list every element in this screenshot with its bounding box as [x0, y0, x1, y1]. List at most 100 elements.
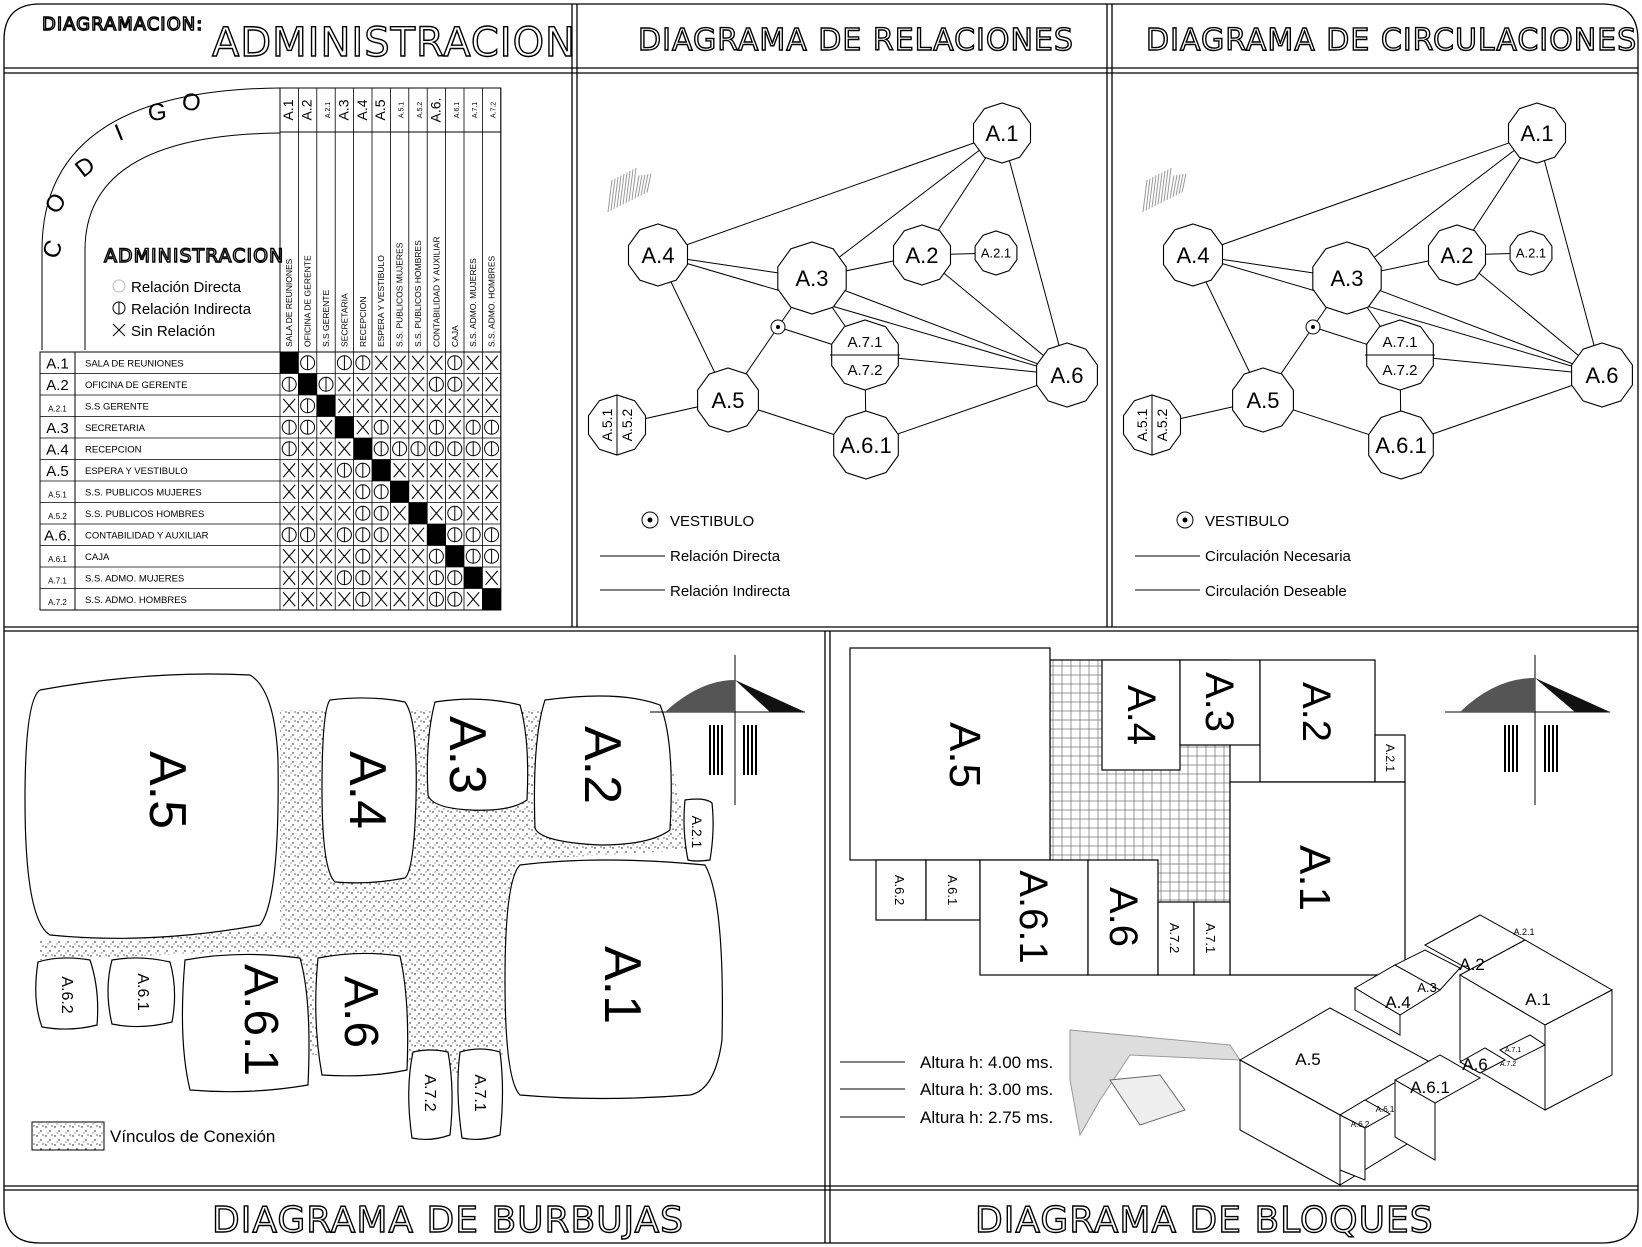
no-relation-mark — [301, 441, 314, 457]
bubble-a72-label: A.7.2 — [421, 1074, 438, 1111]
no-relation-mark — [282, 570, 296, 586]
iso-a5: A.5 — [1295, 1050, 1321, 1069]
no-relation-mark — [411, 419, 425, 435]
legend-sin: Sin Relación — [131, 323, 215, 340]
height-4: Altura h: 4.00 ms. — [920, 1053, 1053, 1072]
block-a62-label: A.6.2 — [892, 875, 907, 905]
no-relation-mark — [282, 484, 296, 500]
legend-vestibulo: VESTIBULO — [1205, 513, 1289, 530]
legend-directa: Relación Directa — [131, 279, 242, 296]
col-name: SALA DE REUNIONES — [284, 258, 294, 347]
bubble-a3 — [426, 698, 529, 811]
col-name: RECEPCION — [358, 296, 368, 347]
node-a1-label: A.1 — [985, 121, 1018, 146]
no-relation-mark — [448, 462, 462, 478]
node-a21 — [974, 230, 1018, 276]
col-name: CAJA — [450, 325, 460, 347]
block-a6 — [1087, 859, 1159, 976]
node-a2-label: A.2 — [1440, 243, 1473, 268]
node-a52-label: A.5.2 — [1154, 408, 1170, 441]
no-relation-mark — [393, 355, 406, 371]
bubble-a4-label: A.4 — [338, 751, 396, 829]
node-a52-label: A.5.2 — [619, 408, 635, 441]
matrix-title: ADMINISTRACION — [104, 245, 284, 267]
node-a5-label: A.5 — [711, 388, 744, 413]
col-name: OFICINA DE GERENTE — [303, 255, 313, 347]
no-relation-mark — [374, 355, 388, 371]
block-a2 — [1259, 659, 1376, 783]
legend-line-1: Circulación Necesaria — [1205, 548, 1352, 565]
no-relation-mark — [301, 591, 314, 607]
relation-link — [1192, 132, 1538, 256]
node-a21 — [1509, 230, 1553, 276]
node-a5 — [1232, 367, 1294, 433]
col-code: A.7.1 — [472, 102, 479, 118]
node-a5-label: A.5 — [1246, 388, 1279, 413]
no-relation-mark — [393, 591, 406, 607]
relation-link — [811, 277, 1068, 376]
row-name: SALA DE REUNIONES — [85, 359, 184, 370]
node-a2-label: A.2 — [905, 243, 938, 268]
bubble-a2 — [533, 695, 672, 846]
node-a3-label: A.3 — [795, 266, 828, 291]
node-a72-label: A.7.2 — [847, 362, 882, 379]
no-relation-mark — [411, 527, 425, 543]
block-a61-small-label: A.6.1 — [945, 875, 960, 905]
bloques-title: DIAGRAMA DE BLOQUES — [975, 1200, 1434, 1241]
no-relation-mark — [282, 505, 296, 521]
no-relation-mark — [393, 419, 406, 435]
col-code: A.2.1 — [325, 102, 332, 118]
row-code: A.6. — [44, 528, 71, 545]
row-code: A.6.1 — [48, 555, 67, 564]
row-code: A.1 — [46, 356, 69, 373]
diagramacion-label: DIAGRAMACION: — [42, 14, 203, 35]
no-relation-mark — [393, 376, 406, 392]
no-relation-mark — [301, 570, 314, 586]
no-relation-mark — [466, 484, 480, 500]
row-name: CONTABILIDAD Y AUXILIAR — [85, 531, 209, 542]
no-relation-mark — [301, 505, 314, 521]
bloques-diagram — [849, 647, 1406, 976]
node-a1 — [1507, 102, 1567, 164]
no-relation-mark — [485, 462, 498, 478]
col-code: A.4 — [354, 99, 370, 120]
row-name: S.S. ADMO. MUJERES — [85, 574, 184, 585]
iso-a61: A.6.1 — [1410, 1078, 1450, 1097]
no-relation-mark — [374, 398, 388, 414]
iso-a71: A.7.1 — [1505, 1047, 1521, 1054]
no-relation-mark — [319, 570, 333, 586]
bubble-a1 — [504, 859, 723, 1100]
iso-a3: A.3 — [1417, 980, 1437, 995]
no-relation-mark — [393, 548, 406, 564]
no-relation-mark — [466, 355, 480, 371]
diagonal-cell — [408, 502, 428, 524]
row-code: A.3 — [46, 420, 69, 437]
col-code: A.5.2 — [417, 102, 424, 118]
no-relation-mark — [374, 591, 388, 607]
node-a21-label: A.2.1 — [981, 246, 1011, 261]
bubble-a2-label: A.2 — [573, 726, 631, 804]
col-code: A.5.1 — [399, 102, 406, 118]
block-a72 — [1157, 901, 1195, 976]
no-relation-mark — [466, 591, 480, 607]
diagonal-cell — [335, 416, 354, 438]
row-name: S.S GERENTE — [85, 402, 149, 413]
row-code: A.7.2 — [48, 598, 67, 607]
no-relation-mark — [393, 505, 406, 521]
bubble-a6-label: A.6 — [334, 976, 387, 1048]
block-a72-label: A.7.2 — [1167, 923, 1182, 953]
no-relation-mark — [393, 398, 406, 414]
col-name: S.S. PUBLICOS HOMBRES — [413, 240, 423, 347]
col-code: A.1 — [280, 99, 296, 120]
sheet-frame — [3, 3, 1639, 1244]
no-relation-mark — [356, 419, 370, 435]
bubble-a6 — [315, 952, 409, 1077]
block-a71 — [1193, 901, 1231, 976]
node-a1-label: A.1 — [1520, 121, 1553, 146]
bubble-a61 — [181, 953, 310, 1093]
no-relation-mark — [485, 570, 498, 586]
bubble-a5-label: A.5 — [138, 751, 196, 829]
no-relation-mark — [393, 462, 406, 478]
